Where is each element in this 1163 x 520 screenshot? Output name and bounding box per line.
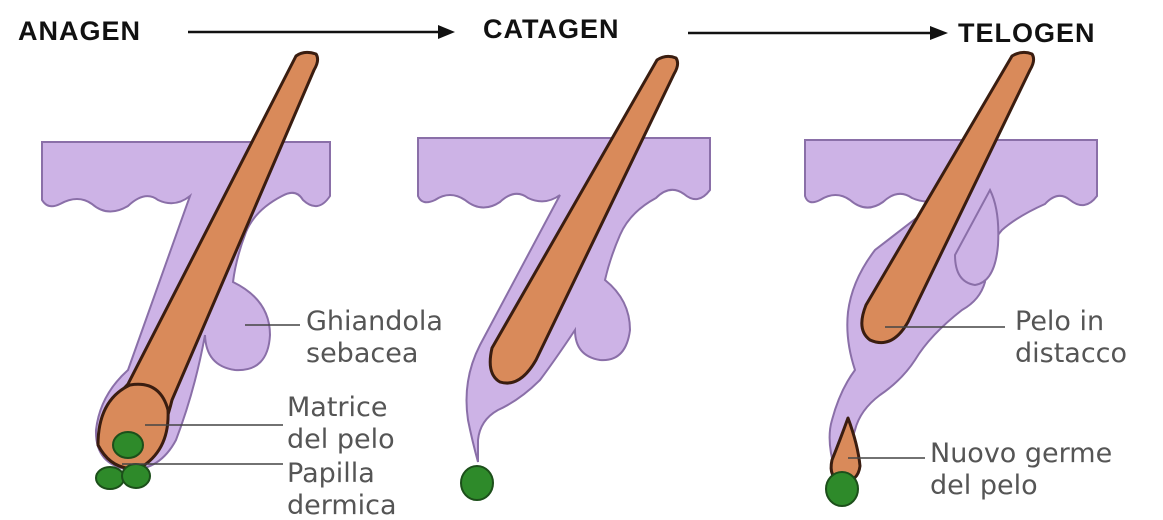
label-matrix-line1: Matrice (287, 392, 388, 423)
label-papilla-line2: dermica (287, 490, 397, 520)
label-detaching-line2: distacco (1015, 338, 1127, 369)
arrow-anagen-to-catagen (188, 25, 455, 39)
label-detaching-line1: Pelo in (1015, 306, 1104, 337)
telogen-dermal-papilla (826, 472, 858, 506)
phase-title-anagen: ANAGEN (18, 16, 141, 46)
label-papilla-line1: Papilla (287, 458, 375, 489)
label-new-germ-line1: Nuovo germe (930, 438, 1112, 469)
label-sebaceous-line2: sebacea (306, 338, 418, 369)
label-new-germ-line2: del pelo (930, 470, 1038, 501)
arrow-catagen-to-telogen (688, 26, 948, 40)
label-matrix-line2: del pelo (287, 424, 395, 455)
catagen-follicle (418, 56, 710, 500)
label-sebaceous-line1: Ghiandola (306, 306, 443, 337)
catagen-dermal-papilla (461, 466, 493, 500)
phase-title-catagen: CATAGEN (483, 14, 620, 44)
phase-title-telogen: TELOGEN (958, 18, 1096, 48)
